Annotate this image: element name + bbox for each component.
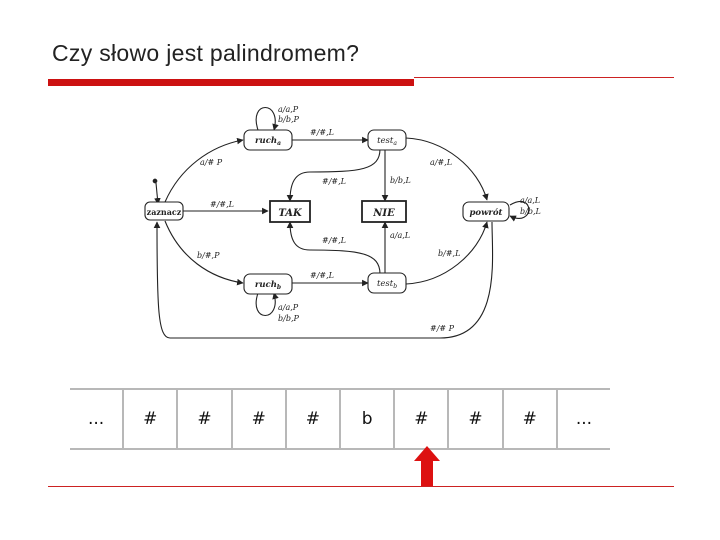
tape-cell: # bbox=[447, 390, 501, 448]
loop-ruch-a bbox=[255, 106, 279, 131]
state-zaznacz bbox=[144, 201, 184, 221]
state-zaznacz-label: zaznacz bbox=[147, 207, 182, 217]
loop-ruch-b bbox=[255, 292, 279, 317]
turing-tape: ... # # # # b # # # ... bbox=[70, 388, 610, 450]
turing-machine-diagram: zaznacz rucha ruchb testa testb TAK NIE … bbox=[144, 105, 541, 339]
label-test-b-nie: a/a,L bbox=[390, 231, 410, 240]
edge-zaznacz-ruch-a bbox=[164, 137, 244, 203]
label-ruch-a-loop-2: b/b,P bbox=[278, 115, 299, 124]
state-test-a-label: testa bbox=[377, 136, 397, 147]
state-test-b-label: testb bbox=[377, 279, 397, 290]
state-ruch-b bbox=[243, 273, 293, 295]
state-powrot bbox=[462, 201, 510, 222]
state-nie-label: NIE bbox=[372, 208, 395, 219]
label-powrot-loop-1: a/a,L bbox=[520, 196, 540, 205]
state-ruch-a bbox=[243, 129, 293, 151]
label-ruch-b-loop-1: a/a,P bbox=[278, 303, 299, 312]
state-test-a bbox=[367, 129, 407, 151]
tape-cell: # bbox=[122, 390, 176, 448]
loop-powrot bbox=[509, 200, 530, 222]
edge-zaznacz-ruch-b bbox=[164, 220, 244, 286]
tape-cell: # bbox=[230, 390, 285, 448]
state-tak-label: TAK bbox=[278, 208, 303, 219]
label-test-a-nie: b/b,L bbox=[390, 176, 411, 185]
edge-powrot-zaznacz bbox=[153, 221, 494, 339]
edge-test-b-powrot bbox=[405, 221, 489, 285]
start-dot bbox=[152, 178, 158, 184]
label-test-b-powrot: b/#,L bbox=[438, 249, 460, 258]
tape-cell: # bbox=[501, 390, 556, 448]
state-ruch-a-label: rucha bbox=[255, 136, 281, 147]
edge-test-a-powrot bbox=[405, 137, 489, 201]
tape-cell: b bbox=[339, 390, 393, 448]
label-ruch-a-loop-1: a/a,P bbox=[278, 105, 299, 114]
title-underline-thin bbox=[414, 77, 674, 78]
label-zaznacz-tak: #/#,L bbox=[210, 200, 234, 209]
state-test-b bbox=[367, 272, 407, 294]
label-powrot-zaznacz: #/# P bbox=[430, 324, 455, 333]
label-powrot-loop-2: b/b,L bbox=[520, 207, 541, 216]
tape-head-arrow-icon bbox=[414, 446, 440, 486]
label-zaznacz-ruch-b: b/#,P bbox=[197, 251, 220, 260]
tape-cell: # bbox=[176, 390, 230, 448]
state-powrot-label: powrót bbox=[469, 207, 502, 218]
slide-title: Czy słowo jest palindromem? bbox=[52, 40, 360, 66]
edge-test-b-tak bbox=[286, 221, 381, 275]
edge-test-a-tak bbox=[286, 148, 381, 202]
tape-cell: # bbox=[284, 390, 339, 448]
label-test-b-tak: #/#,L bbox=[322, 236, 346, 245]
state-tak bbox=[269, 200, 311, 223]
label-test-a-tak: #/#,L bbox=[322, 177, 346, 186]
tape-cell: ... bbox=[87, 409, 105, 429]
tape-cell: ... bbox=[555, 390, 610, 448]
label-test-a-powrot: a/#,L bbox=[430, 158, 452, 167]
tape-cell-under-head: # bbox=[393, 390, 447, 448]
state-ruch-b-label: ruchb bbox=[255, 280, 281, 291]
label-zaznacz-ruch-a: a/# P bbox=[200, 158, 223, 167]
start-arrow bbox=[154, 182, 161, 205]
label-ruch-b-test-b: #/#,L bbox=[310, 271, 334, 280]
title-underline-accent bbox=[48, 79, 414, 86]
bottom-rule bbox=[48, 486, 674, 487]
state-nie bbox=[361, 200, 407, 223]
label-ruch-b-loop-2: b/b,P bbox=[278, 314, 299, 323]
label-ruch-a-test-a: #/#,L bbox=[310, 128, 334, 137]
